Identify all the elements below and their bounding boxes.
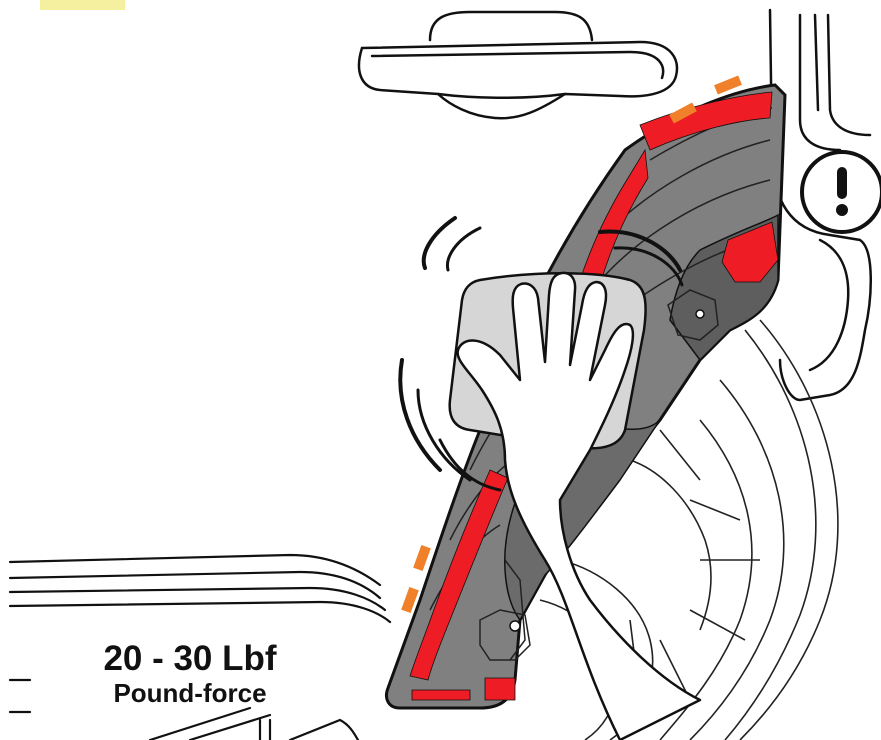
force-spec-label: 20 - 30 Lbf Pound-force [60,640,320,708]
mount-hole [510,621,520,631]
door-handle [359,12,677,118]
mount-hole [696,310,704,318]
highlight-tab [40,0,125,10]
force-unit: Pound-force [60,678,320,708]
force-value: 20 - 30 Lbf [60,640,320,678]
exclamation-circle-icon [802,152,881,232]
